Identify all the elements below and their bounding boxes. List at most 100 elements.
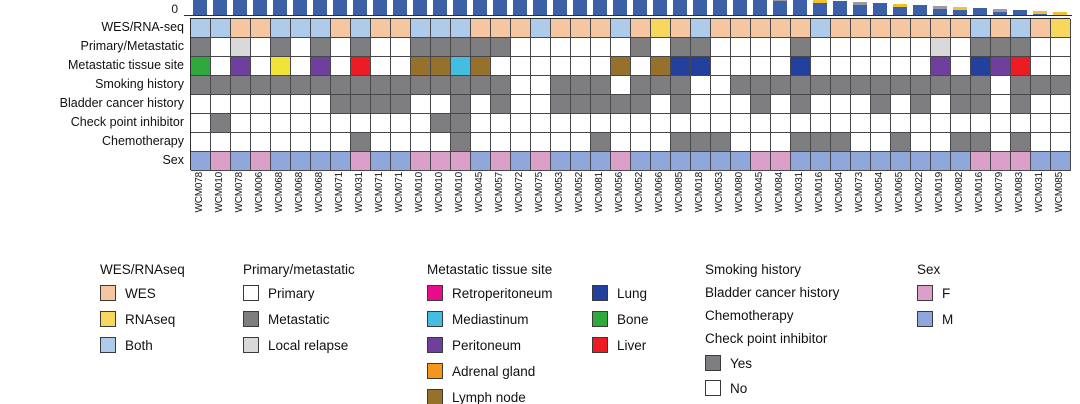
matrix-cell [291, 152, 311, 171]
heatmap-row-bladder_cancer_history [191, 95, 1071, 114]
matrix-cell [1011, 57, 1031, 76]
matrix-cell [551, 114, 571, 133]
sample-label: WCM054 [834, 172, 845, 213]
matrix-cell [271, 76, 291, 95]
matrix-cell [311, 19, 331, 38]
matrix-cell [851, 133, 871, 152]
legend-item-yes: Yes [705, 355, 752, 372]
legend-item-rnaseq: RNAseq [100, 311, 175, 328]
sample-label: WCM006 [254, 172, 265, 213]
matrix-cell [331, 95, 351, 114]
matrix-cell [631, 38, 651, 57]
heatmap-row-check_point_inhibitor [191, 114, 1071, 133]
legend-item-metastatic: Metastatic [243, 311, 330, 328]
matrix-cell [631, 95, 651, 114]
matrix-cell [631, 114, 651, 133]
mutation-bar [513, 0, 527, 15]
matrix-cell [911, 57, 931, 76]
sample-label: WCM010 [414, 172, 425, 213]
row-label-check-point-inhibitor: Check point inhibitor [70, 115, 184, 129]
matrix-cell [431, 114, 451, 133]
matrix-cell [631, 133, 651, 152]
row-label-sex: Sex [162, 153, 184, 167]
matrix-cell [191, 19, 211, 38]
matrix-cell [531, 57, 551, 76]
matrix-cell [471, 152, 491, 171]
matrix-cell [1011, 95, 1031, 114]
legend-swatch [592, 337, 608, 353]
legend-swatch [592, 285, 608, 301]
mutation-bar-cap [773, 0, 787, 1]
mutation-bar [773, 0, 787, 15]
matrix-cell [771, 38, 791, 57]
legend-header-sex: Sex [917, 262, 941, 277]
matrix-cell [511, 19, 531, 38]
matrix-cell [311, 38, 331, 57]
matrix-cell [691, 95, 711, 114]
matrix-cell [271, 38, 291, 57]
matrix-cell [411, 114, 431, 133]
matrix-cell [211, 133, 231, 152]
matrix-cell [871, 95, 891, 114]
mutation-bar [373, 0, 387, 15]
matrix-cell [951, 152, 971, 171]
matrix-cell [991, 76, 1011, 95]
matrix-cell [491, 114, 511, 133]
legend-swatch [592, 311, 608, 327]
legend-swatch [917, 285, 933, 301]
row-label-primary-metastatic: Primary/Metastatic [80, 39, 185, 53]
matrix-cell [971, 38, 991, 57]
sample-label: WCM053 [714, 172, 725, 213]
matrix-cell [771, 57, 791, 76]
legend-item-retroperitoneum: Retroperitoneum [427, 285, 553, 302]
mutation-bar [233, 0, 247, 15]
matrix-cell [231, 95, 251, 114]
matrix-cell [891, 38, 911, 57]
legend-swatch [243, 337, 259, 353]
matrix-cell [711, 38, 731, 57]
matrix-cell [911, 38, 931, 57]
mutation-bar-cap [1053, 12, 1067, 15]
legend-header-bladder-cancer-history: Bladder cancer history [705, 285, 840, 300]
matrix-cell [591, 133, 611, 152]
matrix-cell [311, 76, 331, 95]
heatmap-row-chemotherapy [191, 133, 1071, 152]
sample-label: WCM052 [634, 172, 645, 213]
matrix-cell [771, 76, 791, 95]
sample-label: WCM075 [534, 172, 545, 213]
matrix-cell [711, 19, 731, 38]
matrix-cell [591, 114, 611, 133]
matrix-cell [591, 57, 611, 76]
mutation-bar [433, 0, 447, 15]
matrix-cell [591, 76, 611, 95]
heatmap-row-smoking_history [191, 76, 1071, 95]
matrix-cell [311, 95, 331, 114]
matrix-cell [731, 152, 751, 171]
sample-label: WCM068 [314, 172, 325, 213]
matrix-cell [971, 133, 991, 152]
matrix-cell [211, 76, 231, 95]
mutation-bar [413, 0, 427, 15]
sample-label: WCM054 [874, 172, 885, 213]
sample-label: WCM071 [374, 172, 385, 213]
legend-item-m: M [917, 311, 953, 328]
bar-chart-zero-tick: 0 [171, 2, 178, 16]
matrix-cell [291, 76, 311, 95]
row-label-metastatic-tissue-site: Metastatic tissue site [67, 58, 184, 72]
mutation-bar [993, 9, 1007, 15]
matrix-cell [971, 76, 991, 95]
matrix-cell [911, 76, 931, 95]
matrix-cell [811, 57, 831, 76]
sample-label: WCM031 [354, 172, 365, 213]
matrix-cell [871, 19, 891, 38]
matrix-cell [871, 133, 891, 152]
matrix-cell [771, 95, 791, 114]
mutation-bar [873, 3, 887, 15]
matrix-cell [1051, 19, 1071, 38]
matrix-cell [991, 95, 1011, 114]
matrix-cell [691, 57, 711, 76]
matrix-cell [671, 19, 691, 38]
mutation-bar [653, 0, 667, 15]
matrix-cell [651, 76, 671, 95]
